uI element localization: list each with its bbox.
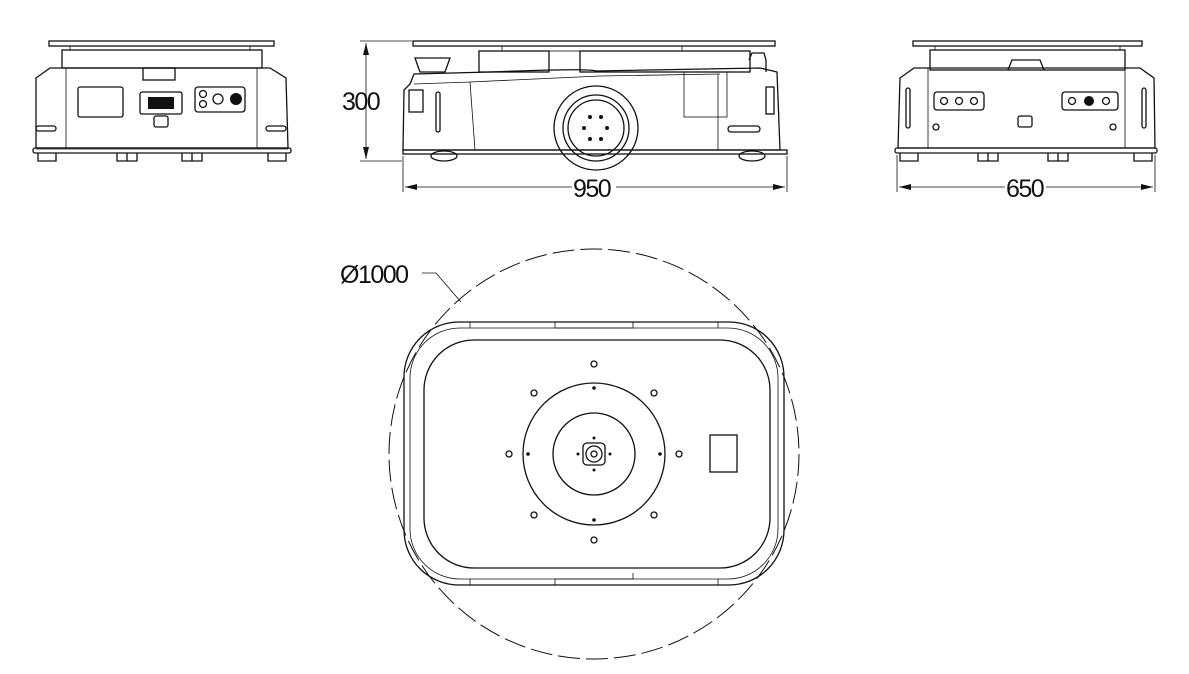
turning-diameter-circle bbox=[388, 248, 800, 660]
width-dimension-label: 650 bbox=[1006, 175, 1044, 203]
height-dimension-label: 300 bbox=[342, 88, 380, 116]
top-view: Ø1000 bbox=[340, 248, 800, 660]
front-view bbox=[32, 40, 292, 162]
rear-view: 650 bbox=[894, 40, 1158, 203]
side-view: 300 950 bbox=[342, 40, 788, 203]
diameter-dimension-label: Ø1000 bbox=[340, 261, 408, 289]
length-dimension-label: 950 bbox=[573, 175, 611, 203]
